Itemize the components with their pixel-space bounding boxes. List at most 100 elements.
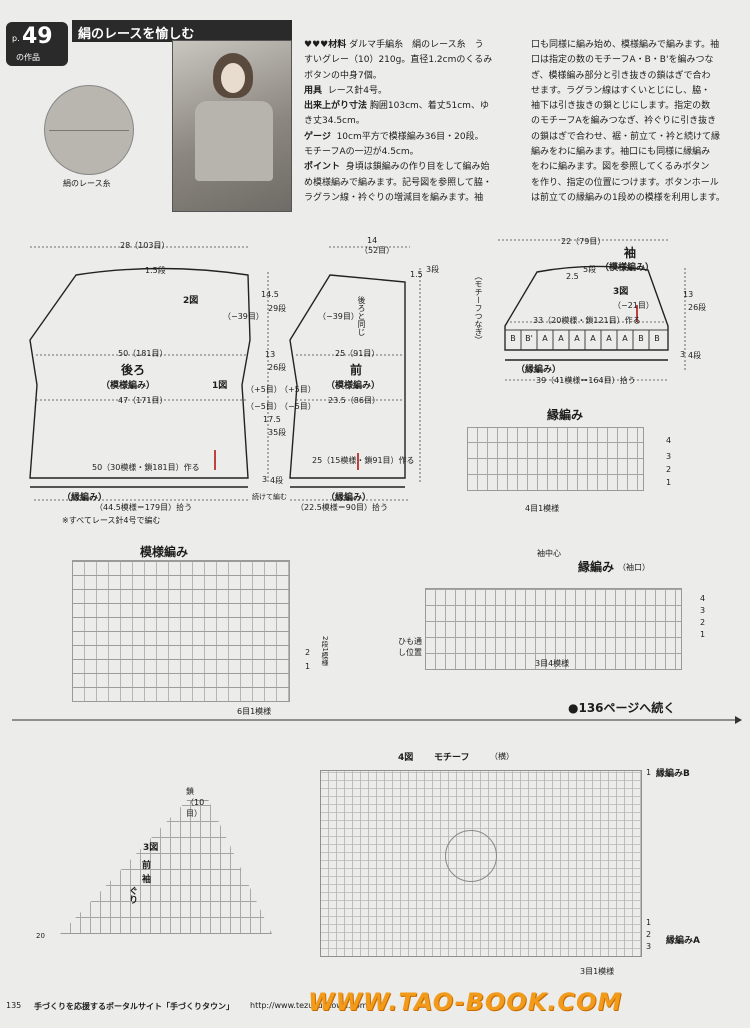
sleeve-h4: 4段: [688, 351, 702, 360]
spec-line: モチーフAの一辺が4.5cm。: [304, 147, 419, 158]
spec-line: ラグラン線・衿ぐりの増減目を編みます。袖: [304, 192, 484, 203]
spec-line: き丈34.5cm。: [304, 116, 365, 127]
edge-b-label: 縁編みB: [656, 769, 690, 779]
sleeve-pickup: 39（41模様＝164目）拾う: [536, 376, 636, 385]
sleeve-edge: （縁編み）: [516, 365, 562, 375]
fig4-row-1: 1: [646, 918, 652, 927]
fig4-subtitle: モチーフ: [434, 753, 470, 763]
cuff-row-4: 4: [700, 594, 706, 603]
pattern-repeat: 6目1模様: [237, 707, 272, 716]
back-h4: 4段: [270, 476, 284, 485]
spec-line: 出来上がり寸法 胸囲103cm、着丈51cm、ゆ: [304, 101, 489, 112]
back-bottom-chain: 50（30模様・鎖181目）作る: [92, 463, 200, 472]
footer-text: 手づくりを応援するポータルサイト「手づくりタウン」: [34, 1002, 234, 1011]
fig3-label-front: 前: [142, 861, 152, 871]
back-pattern: （模様編み）: [101, 381, 156, 391]
page-label: p.: [12, 34, 20, 43]
page-badge: p. 49 の作品: [6, 22, 68, 66]
motif-cell: A: [590, 334, 596, 343]
front-width52: （52目）: [360, 246, 395, 255]
motif-cell: A: [574, 334, 580, 343]
front-minus5: （−5目）: [280, 402, 316, 411]
model-photo: [172, 40, 292, 212]
motif-cell: A: [606, 334, 612, 343]
sleeve-motif-row: B B' A A A A A A B B: [505, 334, 668, 348]
front-same-as-back: 後ろと同じ: [357, 296, 366, 336]
cuff-row-3: 3: [700, 606, 706, 615]
cuff-row-2: 2: [700, 618, 706, 627]
sleeve-h3: 3: [680, 350, 686, 359]
fig4-repeat: 3目1模様: [580, 967, 615, 976]
point-block: 口も同様に編み始め、模様編みで編みます。袖 口は指定の数のモチーフA・B・B'を…: [531, 40, 725, 203]
yarn-swatch-image: [44, 85, 134, 175]
motif-cell: B: [638, 334, 644, 343]
cuff-cord: ひも通し位置: [398, 637, 422, 657]
motif-cell: A: [558, 334, 564, 343]
back-top-width: 28（103目）: [120, 241, 170, 250]
motif-join-label: （モチーフつなぎ）: [474, 272, 483, 344]
front-width235: 23.5（86目）: [328, 396, 380, 405]
front-top-rows-n: 3段: [426, 265, 440, 274]
pattern-row-1: 1: [305, 662, 311, 671]
back-h26: 26段: [268, 363, 287, 372]
fig1-label: 1図: [212, 381, 228, 391]
continued-note: ●136ページへ続く: [568, 701, 676, 715]
spec-line: ♥♥♥材料 ダルマ手編糸 絹のレース糸 う: [304, 40, 484, 50]
sleeve-name: 袖: [624, 246, 637, 260]
pattern-chart: [72, 560, 290, 702]
sleeve-h5: 5段: [583, 265, 597, 274]
sleeve-pattern: （模様編み）: [600, 263, 655, 273]
edge-row-2: 2: [666, 465, 672, 474]
fig4-row-2: 2: [646, 930, 652, 939]
edge-a-label: 縁編みA: [666, 936, 700, 946]
watermark: WWW.TAO-BOOK.COM: [308, 988, 623, 1016]
pattern-2row: 2段1模様: [321, 636, 329, 666]
edge-chart-title: 縁編み: [547, 408, 584, 422]
back-top-rows: 1.5段: [145, 266, 166, 275]
page-title: 絹のレースを愉しむ: [78, 27, 195, 42]
edge-row-3: 3: [666, 452, 672, 461]
back-pickup: （44.5模様＝179目）拾う: [95, 503, 193, 512]
front-width25: 25（91目）: [335, 349, 380, 358]
motif-cell: B: [654, 334, 660, 343]
footer-url[interactable]: http://www.tezukuritown.com: [250, 1001, 368, 1010]
cuff-title: 縁編み: [578, 560, 615, 574]
fig3-chart-title: 3図: [143, 843, 159, 853]
back-edge: （縁編み）: [62, 493, 108, 503]
front-pickup: （22.5模様＝90目）拾う: [296, 503, 388, 512]
page-number: 49: [22, 24, 53, 49]
continue-note: 続けて編む: [252, 493, 287, 501]
back-h3: 3: [262, 475, 268, 484]
back-h175: 17.5: [263, 415, 281, 424]
fig4-title: 4図: [398, 753, 414, 763]
spec-line: ボタンの中身7個。: [304, 70, 382, 81]
back-name: 後ろ: [121, 363, 146, 377]
fig2-label: 2図: [183, 296, 199, 306]
sleeve-h25: 2.5: [566, 272, 579, 281]
front-bottom-chain: 25（15模様・鎖91目）作る: [312, 456, 415, 465]
front-minus39: （−39目）: [318, 312, 359, 321]
back-width50: 50（181目）: [118, 349, 168, 358]
cuff-row-1: 1: [700, 630, 706, 639]
spec-line: め模様編みで編みます。記号図を参照して脇・: [304, 177, 492, 188]
sleeve-width33: 33（20模様・鎖121目）作る: [533, 316, 641, 325]
motif-cell: A: [542, 334, 548, 343]
cuff-repeat: 3目4模様: [535, 659, 570, 668]
motif-cell: B: [510, 334, 516, 343]
spec-line: すいグレー（10）210g。直径1.2cmのくるみ: [304, 55, 493, 66]
back-plus5: （+5目）: [246, 385, 282, 394]
page-sub: の作品: [16, 53, 40, 62]
pattern-chart-title: 模様編み: [140, 545, 189, 559]
back-h35: 35段: [268, 428, 287, 437]
front-plus5: （+5目）: [280, 385, 316, 394]
spec-line: ポイント 身頃は鎖編みの作り目をして編み始: [304, 162, 490, 173]
sleeve-h26: 26段: [688, 303, 707, 312]
note-needle: ※すべてレース針4号で編む: [62, 516, 161, 525]
edge-row-1: 1: [666, 478, 672, 487]
edge-chart-repeat: 4目1模様: [525, 504, 560, 513]
sleeve-width22: 22（79目）: [561, 237, 606, 246]
front-name: 前: [350, 363, 363, 377]
fig3-label-sleeve: 袖: [142, 875, 152, 885]
sleeve-h13: 13: [683, 290, 694, 299]
